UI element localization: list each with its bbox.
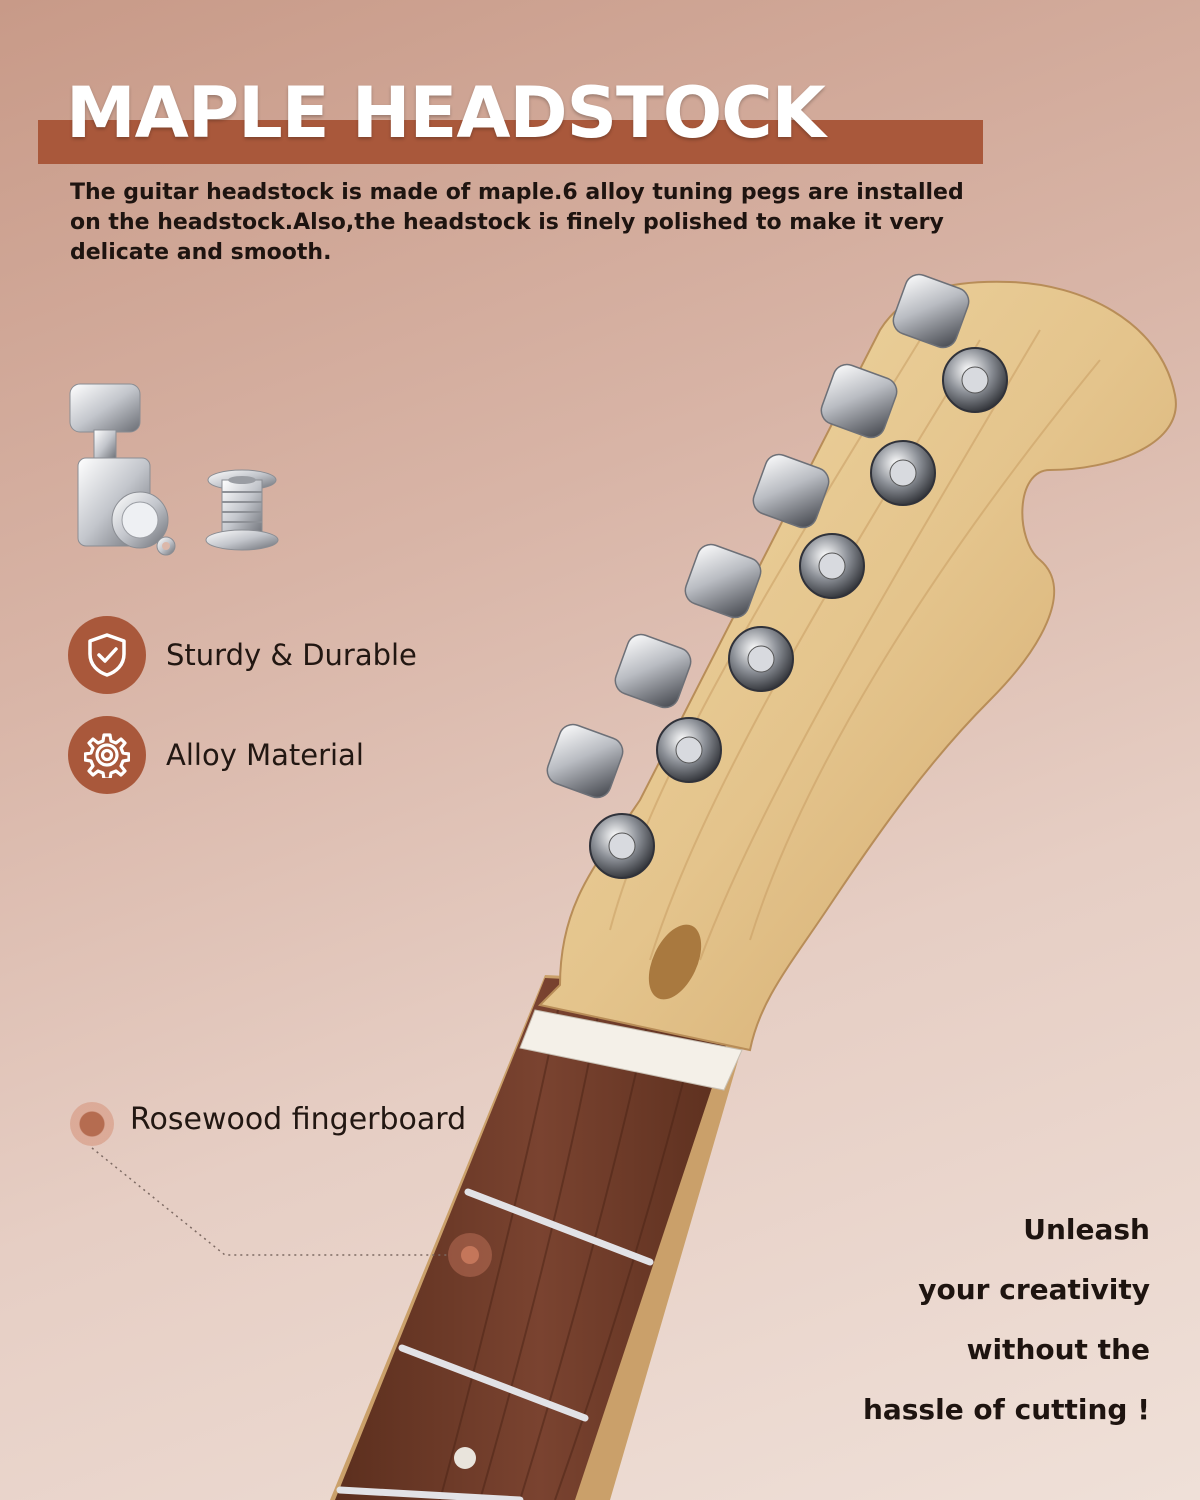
page-title: MAPLE HEADSTOCK [66,72,826,154]
title-accent-bar [38,120,983,164]
feature-sturdy-durable: Sturdy & Durable [68,615,417,695]
slogan-line: without the [966,1333,1150,1366]
gear-icon [68,716,146,794]
feature-alloy-material: Alloy Material [68,715,364,795]
slogan-line: your creativity [918,1273,1150,1306]
slogan-line: hassle of cutting ! [862,1393,1150,1426]
rosewood-fingerboard-label: Rosewood fingerboard [130,1102,467,1137]
shield-check-icon [68,616,146,694]
bushing-icon [205,469,279,551]
feature-label: Alloy Material [166,738,364,772]
headstock-description: The guitar headstock is made of maple.6 … [70,180,964,265]
tuning-peg-icon [69,383,176,556]
callout-dot [70,1102,114,1146]
feature-label: Sturdy & Durable [166,638,417,672]
tuning-peg-parts-image [69,383,279,556]
slogan: Unleash your creativity without the hass… [863,1200,1150,1440]
slogan-line: Unleash [1023,1213,1150,1246]
